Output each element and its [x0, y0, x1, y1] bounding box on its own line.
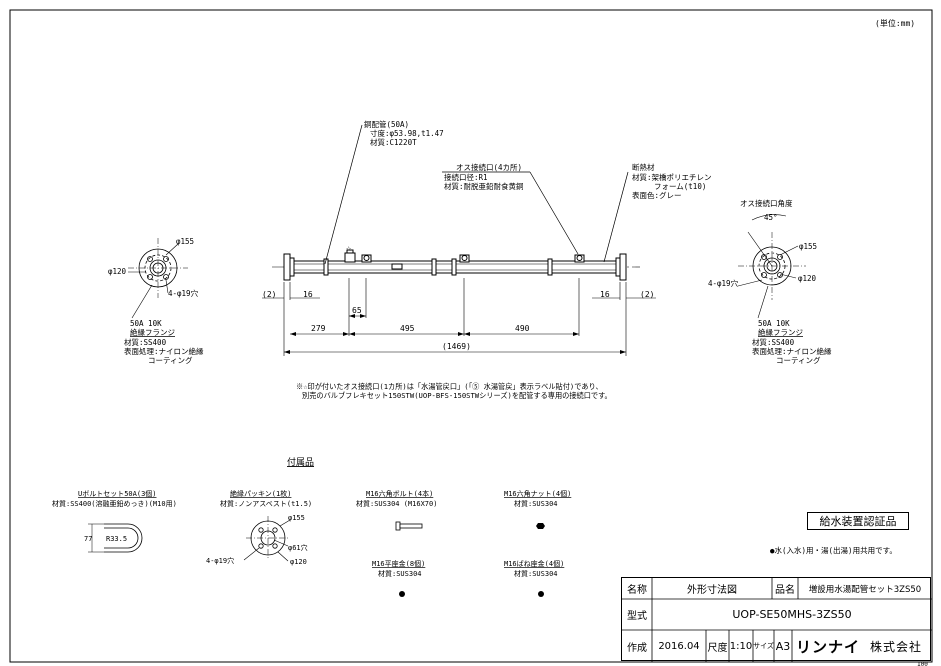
washer-material: 材質:SUS304 [378, 569, 422, 578]
tb-name-value: 外形寸法図 [687, 585, 737, 596]
left-flange-material: 材質:SS400 [124, 337, 167, 347]
gasket-phi155: φ155 [288, 514, 305, 522]
dim-right-gap: (2) [640, 290, 654, 299]
dim-490: 490 [515, 324, 530, 333]
tb-size-label: サイズ [753, 642, 774, 650]
certification-badge: 給水装置認証品 [807, 512, 909, 530]
dim-left-16: 16 [303, 290, 313, 299]
dimensions [262, 278, 656, 356]
dim-total: (1469) [442, 342, 471, 351]
tb-size-value: A3 [775, 639, 791, 653]
gasket-phi120: φ120 [290, 558, 307, 566]
dim-right-16: 16 [600, 290, 610, 299]
right-flange-name: 絶縁フランジ [758, 327, 803, 337]
spring-washer-title: M16ばね座金(4個) [504, 559, 564, 568]
tb-product-label: 品名 [775, 585, 795, 596]
title-block: 名称 外形寸法図 品名 増設用水湯配管セット3ZS50 型式 UOP-SE50M… [621, 577, 932, 662]
gasket-material: 材質:ノンアスベスト(t1.5) [220, 499, 312, 508]
right-holes: 4-φ19穴 [708, 278, 739, 288]
pipe-title: 銅配管(50A) [364, 119, 409, 129]
tb-model-label: 型式 [627, 611, 647, 622]
nut-title: M16六角ナット(4個) [504, 489, 571, 498]
gasket-drawing [243, 516, 291, 562]
washer-title: M16平座金(8個) [372, 559, 425, 568]
left-flange-surface: 表面処理:ナイロン絶縁 [124, 346, 204, 356]
hex-nut-drawing [536, 523, 545, 529]
ubolt-material: 材質:SS400(溶融亜鉛めっき)(M10用) [52, 499, 177, 508]
insulation-material-2: フォーム(t10) [654, 182, 706, 191]
note-line-2: 別売のバルブフレキセット150STW(UOP-BFS-150STWシリーズ)を配… [302, 391, 612, 400]
spring-washer-drawing [538, 591, 544, 597]
bolt-title: M16六角ボルト(4本) [366, 489, 433, 498]
pipe-size: 寸度:φ53.98,t1.47 [370, 128, 444, 138]
insulation-title: 断熱材 [632, 162, 655, 172]
bolt-material: 材質:SUS304 (M16X70) [356, 499, 437, 508]
company-suffix: 株式会社 [869, 639, 922, 654]
accessories-heading: 付属品 [287, 457, 314, 468]
left-flange-title: 50A 10K [130, 319, 162, 328]
right-flange-title: 50A 10K [758, 319, 790, 328]
port-1 [344, 249, 356, 263]
left-holes: 4-φ19穴 [168, 288, 199, 298]
tb-product-value: 増設用水湯配管セット3ZS50 [808, 584, 922, 595]
port-angle-title: オス接続口角度 [740, 198, 793, 208]
spring-washer-material: 材質:SUS304 [514, 569, 558, 578]
port-3 [459, 254, 470, 263]
dim-279: 279 [311, 324, 326, 333]
return-port-star: ☆ [346, 244, 352, 254]
insulation-color: 表面色:グレー [632, 190, 682, 200]
tb-model-value: UOP-SE50MHS-3ZS50 [732, 608, 852, 621]
ubolt-title: Uボルトセット50A(3個) [78, 489, 157, 498]
nut-material: 材質:SUS304 [514, 499, 558, 508]
tb-scale-value: 1:10 [729, 640, 753, 652]
right-flange-view [737, 214, 806, 319]
left-phi155: φ155 [176, 237, 194, 246]
leader-lines [324, 124, 629, 265]
sheet-border [9, 9, 933, 663]
port-size: 接続口径:R1 [444, 172, 488, 182]
port-material: 材質:耐脱亜鉛耐食黄銅 [444, 181, 524, 191]
note-line-1: ※☆印が付いたオス接続口(1カ所)は「水湯管戻口」(「⑤ 水湯管戻」表示ラベル貼… [296, 382, 603, 391]
port-2 [361, 254, 372, 263]
gasket-title: 絶縁パッキン(1枚) [230, 489, 291, 498]
page-number: 100 [917, 661, 928, 666]
pipe-assembly: ☆ [272, 244, 640, 281]
tb-scale-label: 尺度 [707, 642, 728, 654]
right-flange-material: 材質:SS400 [752, 337, 795, 347]
port-angle-value: 45° [764, 213, 778, 222]
tb-name-label: 名称 [627, 585, 647, 596]
insulation-material: 材質:架橋ポリエチレン [632, 172, 712, 182]
right-phi120: φ120 [798, 274, 817, 283]
usage-note: ●水(入水)用・湯(出湯)用共用です。 [770, 545, 897, 555]
right-flange-coating: コーティング [776, 355, 821, 365]
dim-495: 495 [400, 324, 415, 333]
right-flange-surface: 表面処理:ナイロン絶縁 [752, 346, 832, 356]
ubolt-drawing [88, 523, 143, 553]
ubolt-dim-77: 77 [84, 535, 92, 543]
pipe-material: 材質:C1220T [370, 137, 417, 147]
brand-logo: リンナイ [795, 637, 860, 656]
dim-left-gap: (2) [262, 290, 276, 299]
gasket-phi61: φ61穴 [288, 543, 308, 552]
hex-bolt-drawing [395, 521, 423, 531]
port-title: オス接続口(4カ所) [456, 162, 522, 172]
left-phi120: φ120 [108, 267, 127, 276]
left-flange-view [128, 238, 188, 319]
dim-65: 65 [352, 306, 362, 315]
port-4 [574, 254, 585, 263]
gasket-holes: 4-φ19穴 [206, 556, 234, 565]
right-flange [619, 253, 627, 281]
tb-made-value: 2016.04 [658, 640, 700, 652]
left-flange-coating: コーティング [148, 355, 193, 365]
ubolt-dim-r: R33.5 [106, 535, 127, 543]
left-flange-name: 絶縁フランジ [130, 327, 175, 337]
right-phi155: φ155 [799, 242, 817, 251]
flat-washer-drawing [399, 591, 405, 597]
left-flange [283, 253, 291, 281]
unit-note: (単位:mm) [875, 18, 915, 28]
tb-made-label: 作成 [627, 642, 647, 654]
